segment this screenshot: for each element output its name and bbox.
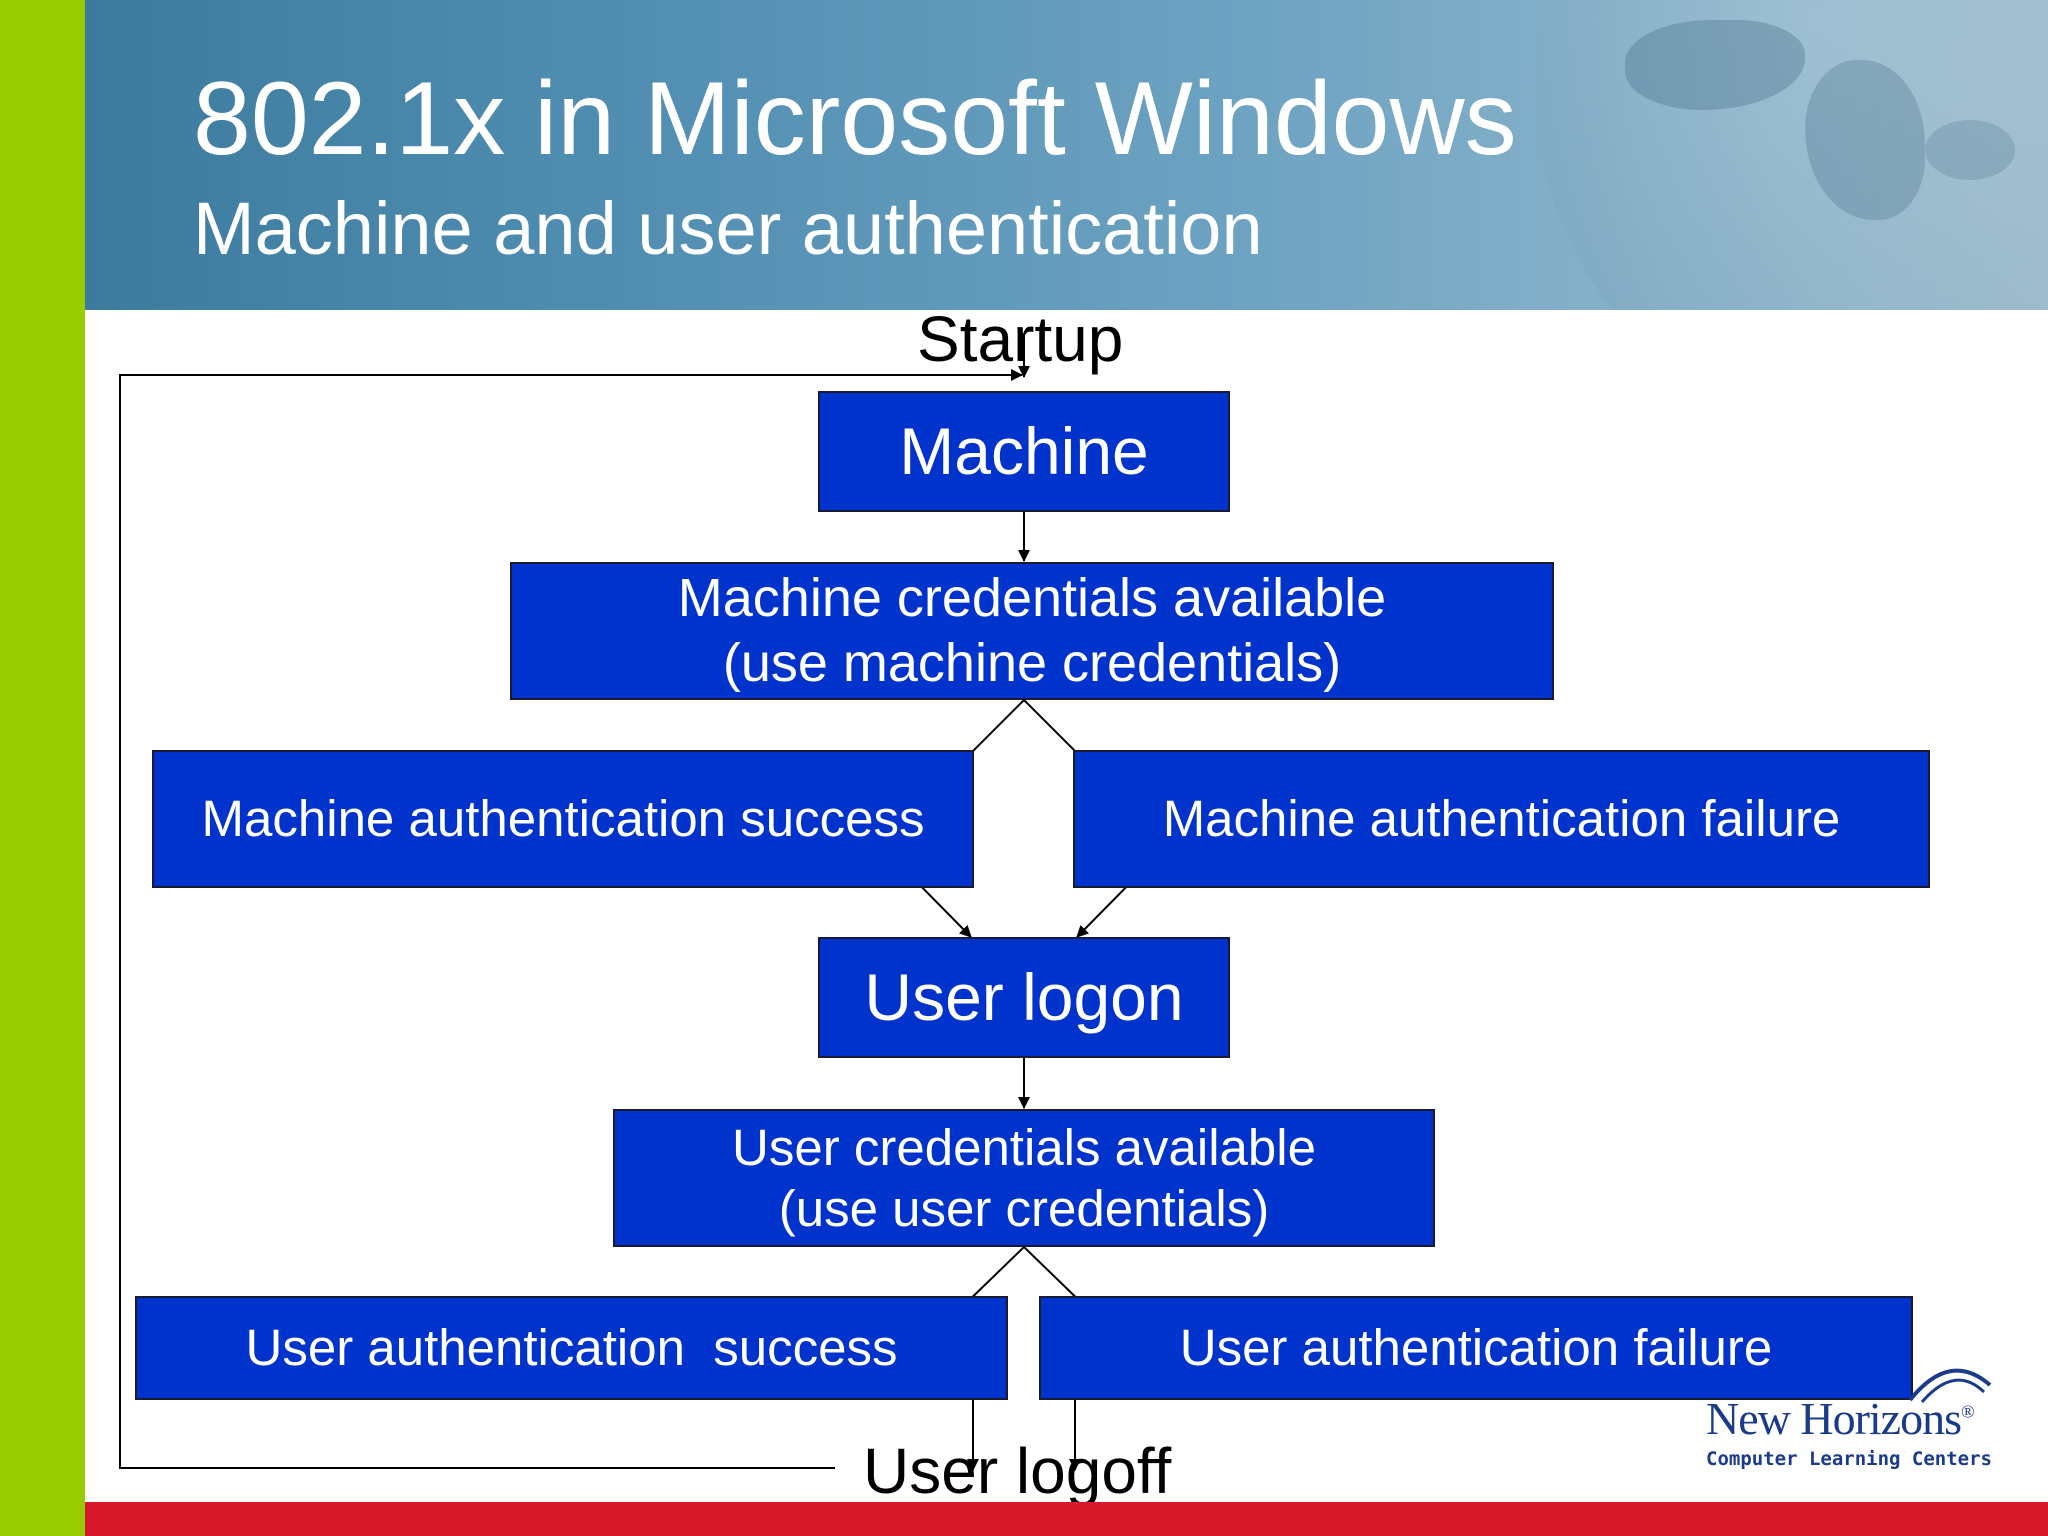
- left-accent-bar: [0, 0, 85, 1536]
- user-credentials-line2: (use user credentials): [778, 1180, 1270, 1237]
- machine-credentials-line1: Machine credentials available: [677, 568, 1387, 629]
- machine-box: Machine: [818, 391, 1230, 512]
- startup-label: Startup: [917, 303, 1124, 375]
- user-credentials-line1: User credentials available: [732, 1118, 1316, 1176]
- user-logoff-label: User logoff: [863, 1435, 1172, 1507]
- machine-credentials-line2: (use machine credentials): [722, 633, 1342, 693]
- user-logon-label: User logon: [864, 959, 1184, 1034]
- logo-arc-icon: [1908, 1368, 1992, 1403]
- new-horizons-logo: New Horizons® Computer Learning Centers: [1700, 1330, 2010, 1480]
- machine-label: Machine: [899, 413, 1149, 488]
- machine-credentials-box: Machine credentials available (use machi…: [510, 562, 1554, 700]
- loop-back-connector: [119, 369, 1023, 1469]
- user-auth-failure-box: User authentication failure: [1039, 1296, 1913, 1400]
- machine-auth-failure-label: Machine authentication failure: [1162, 790, 1841, 848]
- machine-auth-failure-box: Machine authentication failure: [1073, 750, 1930, 888]
- machine-auth-success-label: Machine authentication success: [201, 790, 925, 848]
- bottom-accent-bar: [85, 1502, 2048, 1536]
- globe-background-image: [1535, 0, 2048, 310]
- globe-landmass: [1805, 60, 1925, 220]
- machine-auth-success-box: Machine authentication success: [152, 750, 974, 888]
- user-logon-box: User logon: [818, 937, 1230, 1058]
- globe-landmass: [1925, 120, 2015, 180]
- user-credentials-box: User credentials available (use user cre…: [613, 1109, 1435, 1247]
- user-auth-success-label: User authentication success: [245, 1319, 898, 1377]
- slide-subtitle: Machine and user authentication: [193, 187, 1263, 270]
- registered-mark: ®: [1961, 1401, 1975, 1422]
- user-auth-failure-label: User authentication failure: [1179, 1319, 1773, 1377]
- header-band: [85, 0, 2048, 310]
- logo-name: New Horizons®: [1706, 1393, 1975, 1444]
- logo-tagline: Computer Learning Centers: [1706, 1448, 1992, 1470]
- slide-title: 802.1x in Microsoft Windows: [193, 61, 1517, 177]
- user-auth-success-box: User authentication success: [135, 1296, 1008, 1400]
